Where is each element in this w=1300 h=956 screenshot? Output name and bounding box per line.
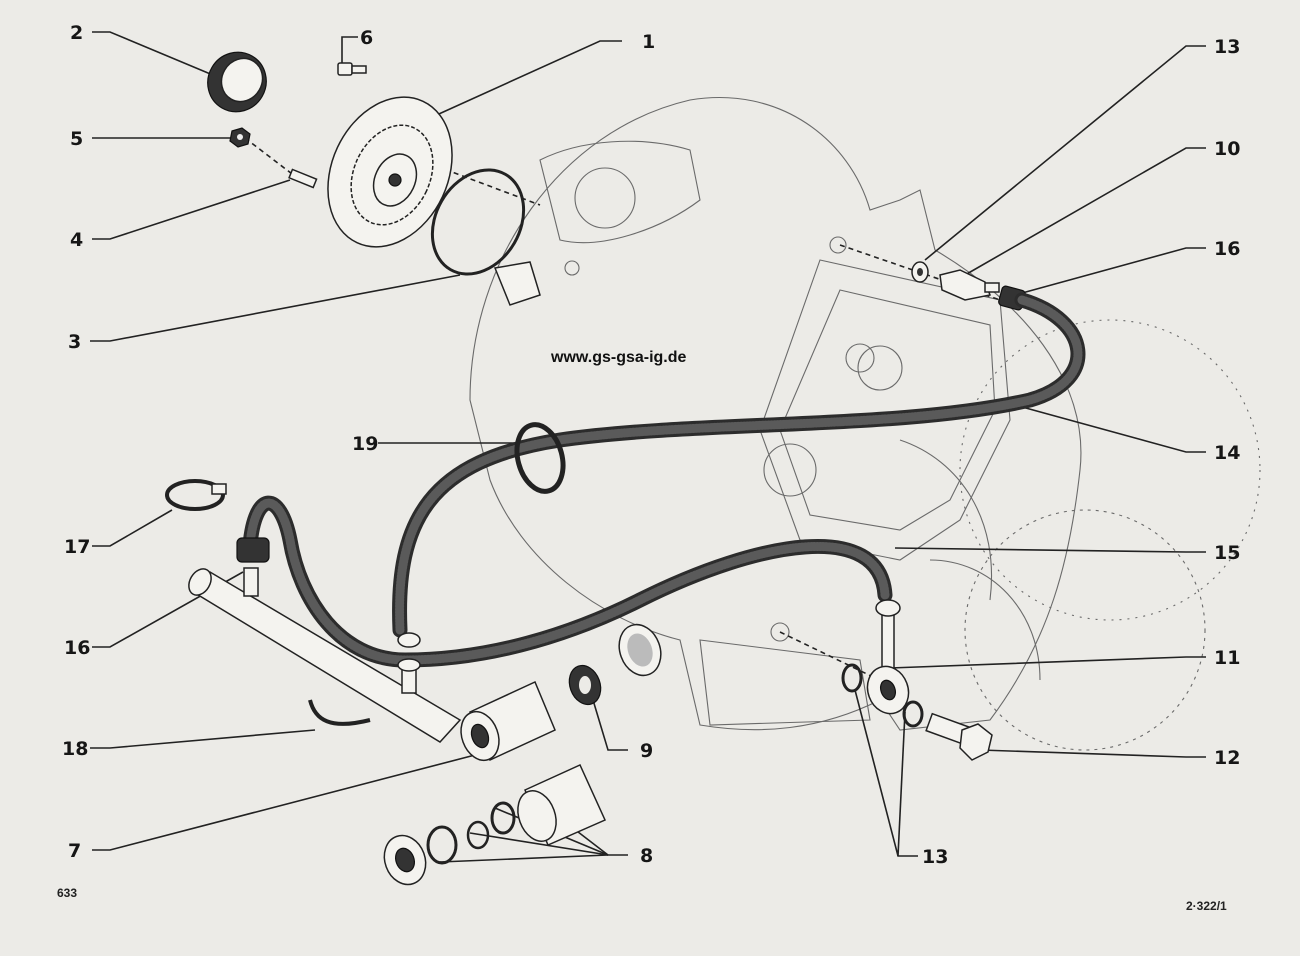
filter-element-part-8 [383,764,606,886]
callout-label: 3 [68,331,82,353]
threaded-socket [618,623,662,677]
callout-label: 13 [1214,36,1241,58]
stud-part-4 [288,168,318,189]
leader-lines [90,31,1206,863]
housing-boss [493,261,541,306]
callout-label: 14 [1214,442,1241,464]
callout-label: 5 [70,128,84,150]
oil-filter-housing [188,567,462,743]
callout-label: 18 [62,738,89,760]
hose-sleeve-part-16-lower [236,537,270,563]
nut-part-5 [229,127,251,148]
callout-label: 16 [1214,238,1241,260]
callout-label: 15 [1214,542,1241,564]
hose-clamp-part-19 [514,422,566,494]
callout-label: 10 [1214,138,1241,160]
callout-label: 8 [640,845,654,867]
watermark-url: www.gs-gsa-ig.de [551,349,687,366]
oil-hose-part-14 [392,292,1086,638]
callout-label: 7 [68,840,82,862]
page-code: 633 [57,886,78,900]
engine-housing-outline [469,96,1261,751]
callout-label: 2 [70,22,84,44]
hose-clamp-part-17 [165,479,227,511]
banjo-bolt-part-12 [925,712,993,761]
union-part-10 [939,269,1000,301]
figure-code: 2·322/1 [1186,899,1227,913]
clip-part-18 [308,699,371,726]
o-ring-part-3 [430,168,526,276]
callout-label: 11 [1214,647,1241,669]
bolt-part-6 [337,62,367,76]
callout-label: 19 [352,433,379,455]
banjo-fitting-part-11 [866,599,910,715]
callout-label: 9 [640,740,654,762]
callout-label: 6 [360,27,374,49]
washer-part-13-lower [841,663,924,728]
callout-label: 4 [70,229,84,251]
callout-label: 17 [64,536,91,558]
callout-label: 16 [64,637,91,659]
seal-part-9 [568,664,602,706]
callout-label: 13 [922,846,949,868]
callout-label: 12 [1214,747,1241,769]
washer-part-13-top [911,261,929,283]
oil-pump-cover-part-1 [327,96,453,248]
seal-ring-part-2 [207,51,267,113]
oil-hose-part-15 [242,495,893,668]
callout-label: 1 [642,31,656,53]
filter-element-part-7 [460,680,556,762]
